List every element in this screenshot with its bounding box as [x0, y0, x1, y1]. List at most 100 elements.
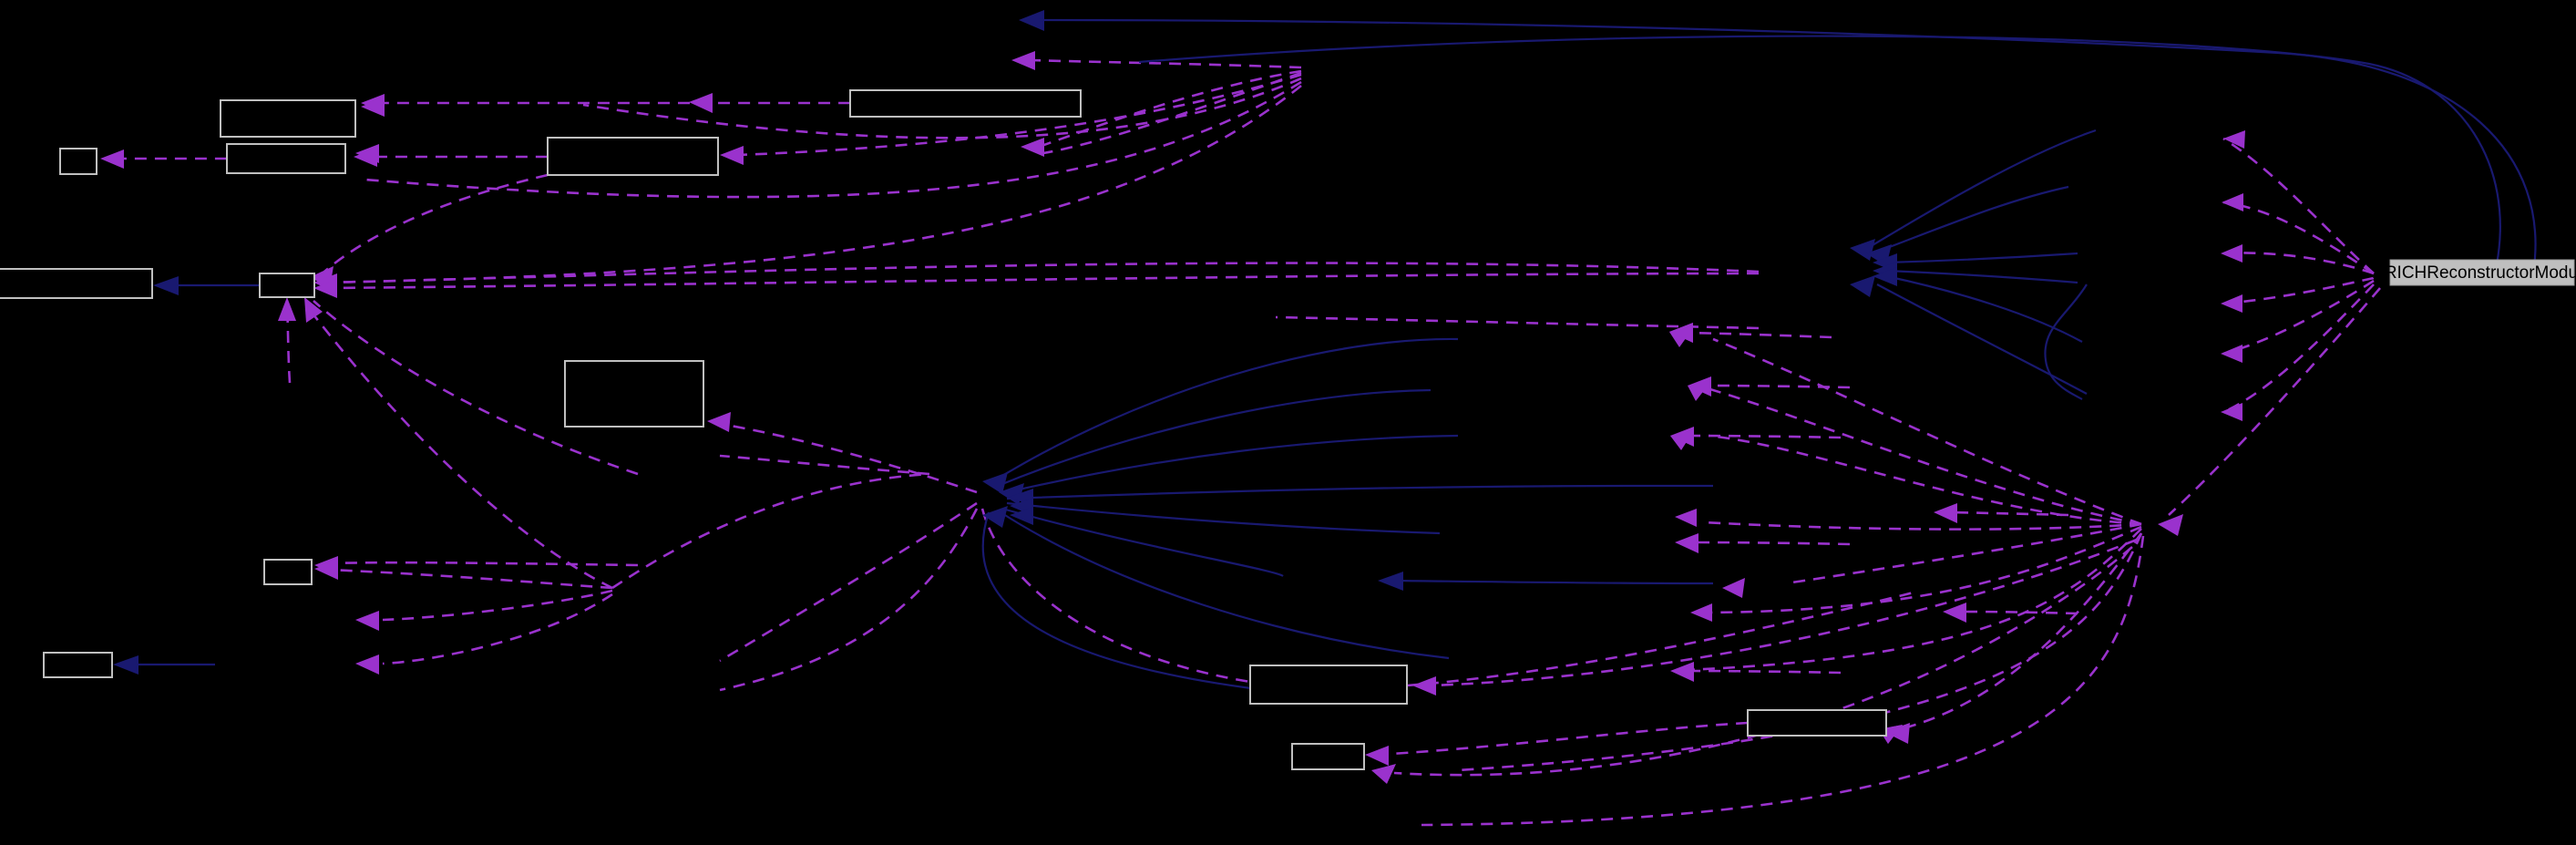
dashed-edge	[364, 80, 1302, 199]
solid-edge	[1006, 484, 1714, 500]
dashed-edge	[2222, 137, 2375, 274]
dashed-edge	[1421, 535, 2145, 827]
arrowhead-solid	[153, 276, 179, 295]
dashed-edge	[737, 73, 1302, 157]
dashed-edge	[2222, 283, 2375, 414]
node-box[interactable]	[263, 559, 313, 585]
dashed-edge	[719, 501, 978, 663]
dashed-edge	[2222, 201, 2375, 275]
solid-edge	[1867, 129, 2097, 249]
arrowhead-solid	[982, 472, 1033, 528]
node-box[interactable]	[1291, 743, 1365, 770]
solid-edge	[1872, 185, 2069, 255]
node-box[interactable]	[1747, 709, 1887, 737]
dashed-edge	[327, 561, 639, 567]
node-box[interactable]	[226, 143, 346, 174]
dashed-edge	[1042, 71, 1302, 155]
solid-edge	[1393, 579, 1714, 585]
solid-edge	[981, 511, 1258, 691]
dashed-edge	[327, 262, 1760, 284]
graph-node[interactable]	[564, 360, 704, 428]
dashed-edge	[1393, 546, 2133, 777]
graph-node[interactable]	[1291, 743, 1365, 770]
dashed-edge	[1275, 315, 1760, 330]
graph-node[interactable]	[59, 148, 97, 175]
arrowhead-dashed	[1669, 323, 1966, 682]
dashed-edge	[1712, 337, 2142, 526]
graph-node[interactable]	[43, 652, 113, 678]
dashed-edge	[382, 589, 613, 622]
dashed-edge	[1899, 532, 2143, 731]
dashed-edge	[2168, 287, 2381, 516]
dashed-edge	[1430, 538, 2138, 687]
solid-edge	[997, 388, 1432, 488]
dashed-edge	[1694, 541, 1851, 546]
dashed-edge	[2222, 276, 2375, 305]
node-box[interactable]	[849, 89, 1082, 118]
solid-edge	[1000, 511, 1450, 660]
node-box[interactable]	[1249, 665, 1408, 705]
node-box[interactable]	[43, 652, 113, 678]
dashed-edge	[719, 454, 930, 476]
dashed-edge	[1029, 58, 1302, 69]
node-box[interactable]	[59, 148, 97, 175]
dashed-edge	[1685, 669, 1842, 675]
dashed-edge	[308, 309, 613, 590]
dashed-edge	[1703, 520, 2142, 531]
graph-node[interactable]	[220, 99, 356, 138]
dashed-edge	[1406, 591, 1914, 687]
solid-edge	[1885, 269, 2078, 284]
node-box-highlight[interactable]	[2389, 259, 2575, 286]
arrowhead-solid	[1850, 239, 1897, 297]
graph-node[interactable]	[259, 273, 315, 298]
solid-edge-group	[113, 10, 2571, 691]
solid-edge	[1885, 274, 2083, 343]
graph-node[interactable]	[1747, 709, 1887, 737]
arrowhead-dashed	[304, 297, 323, 323]
node-box[interactable]	[259, 273, 315, 298]
solid-edge	[1138, 35, 2501, 265]
node-box[interactable]	[220, 99, 356, 138]
dashed-edge	[285, 300, 292, 384]
dashed-edge	[318, 84, 1302, 284]
arrowhead-dashed	[1412, 676, 1436, 696]
dashed-edge-group	[100, 51, 2381, 827]
dashed-edge	[313, 300, 639, 476]
arrowhead-dashed	[314, 556, 338, 576]
arrowhead-solid	[1019, 10, 1044, 31]
dashed-edge	[719, 508, 979, 692]
arrowhead-solid	[1378, 572, 1403, 591]
graph-node[interactable]	[226, 143, 346, 174]
solid-edge	[992, 337, 1459, 482]
dashed-edge	[1685, 434, 1842, 439]
arrowhead-dashed	[278, 297, 296, 321]
arrowhead-dashed	[314, 560, 379, 675]
dashed-edge	[1701, 384, 1851, 389]
dashed-edge	[2222, 252, 2375, 275]
node-group: ARICHReconstructorModule	[0, 89, 2576, 770]
graph-node[interactable]	[1249, 665, 1408, 705]
graph-node-arich-reconstructor-module[interactable]: ARICHReconstructorModule	[2373, 259, 2576, 286]
node-box[interactable]	[547, 137, 719, 176]
dashed-edge	[323, 173, 549, 273]
solid-edge	[1006, 501, 1441, 535]
node-box[interactable]	[564, 360, 704, 428]
arrowhead-dashed	[2221, 130, 2245, 421]
dashed-edge	[980, 508, 1251, 684]
dashed-edge	[582, 77, 1302, 139]
node-box[interactable]	[0, 268, 153, 299]
arrowhead-dashed	[313, 273, 337, 298]
arrowhead-dashed	[361, 94, 385, 113]
dashed-edge	[1958, 610, 2078, 615]
dashed-edge	[327, 568, 613, 590]
arrowhead-dashed	[707, 412, 731, 432]
graph-node[interactable]	[263, 559, 313, 585]
graph-node[interactable]	[547, 137, 719, 176]
dashed-edge	[2222, 279, 2375, 356]
graph-node[interactable]	[849, 89, 1082, 118]
graph-node[interactable]	[0, 268, 153, 299]
arrowhead-solid	[113, 655, 139, 675]
solid-edge	[1001, 507, 1284, 577]
arrowhead-dashed	[1365, 746, 1389, 766]
